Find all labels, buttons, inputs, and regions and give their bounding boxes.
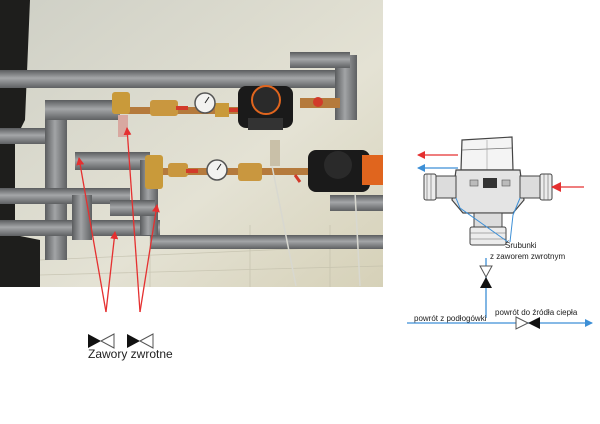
check-valve-icon bbox=[127, 333, 154, 349]
union-pointer-right bbox=[509, 197, 521, 243]
pointer-arrow-4 bbox=[139, 204, 160, 313]
pump-icon bbox=[238, 85, 293, 130]
check-valve-icon bbox=[515, 316, 540, 330]
return-to-source-label: powrót do źródła ciepła bbox=[495, 308, 578, 317]
pointer-arrow-2 bbox=[105, 231, 119, 313]
upper-copper-line bbox=[112, 92, 340, 137]
check-valve-icon bbox=[479, 265, 493, 288]
temperature-gauge-icon bbox=[194, 92, 216, 114]
return-from-floor-label: powrót z podłogówki bbox=[414, 314, 487, 323]
check-valves-caption: Zawory zwrotne bbox=[88, 347, 173, 361]
installation-photo bbox=[0, 0, 383, 287]
pointer-arrow-1 bbox=[76, 157, 107, 313]
insulated-pipes bbox=[0, 52, 383, 260]
unions-label-line2: z zaworem zwrotnym bbox=[490, 252, 566, 261]
check-valve-pointer-arrows bbox=[76, 127, 160, 313]
pointer-arrow-3 bbox=[123, 127, 141, 313]
unions-label-line1: Śrubunki bbox=[505, 241, 537, 250]
thermostatic-mixing-valve-icon bbox=[423, 136, 553, 246]
temperature-gauge-icon bbox=[206, 159, 228, 181]
pump-icon bbox=[308, 150, 383, 192]
union-pointer-left bbox=[455, 197, 509, 243]
check-valve-icon bbox=[88, 333, 115, 349]
